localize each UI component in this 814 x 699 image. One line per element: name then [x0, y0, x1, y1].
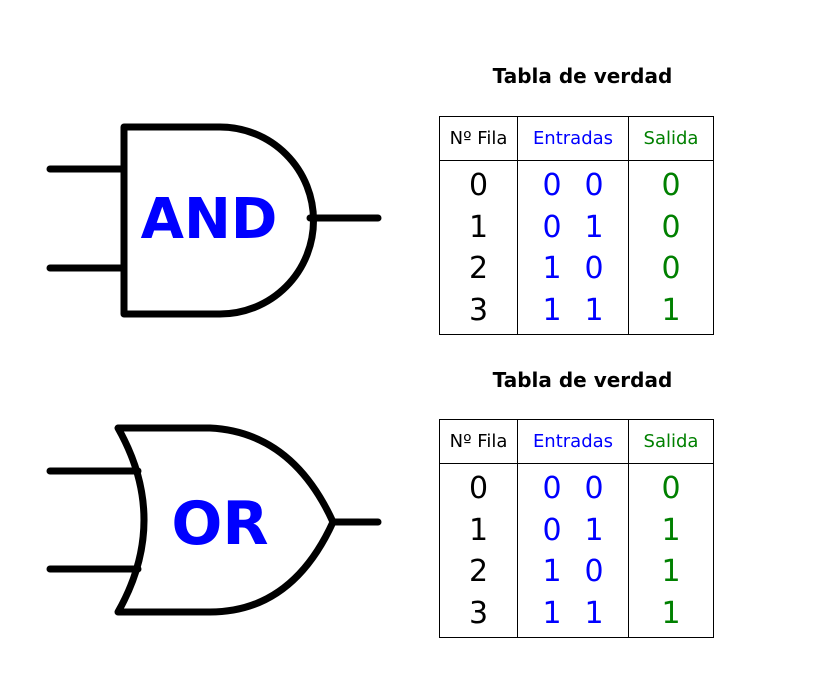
- header-output: Salida: [628, 116, 714, 161]
- input-b-value: 1: [584, 595, 604, 631]
- header-inputs: Entradas: [517, 116, 629, 161]
- header-output: Salida: [628, 419, 714, 464]
- or-gate: OR: [0, 350, 400, 699]
- output-value: 1: [628, 509, 714, 551]
- input-b-value: 0: [584, 251, 604, 286]
- input-a-value: 0: [542, 209, 562, 245]
- output-value: 0: [628, 160, 714, 207]
- output-value: 0: [628, 463, 714, 510]
- and-gate: AND: [0, 0, 400, 350]
- output-value: 0: [628, 248, 714, 290]
- input-a-value: 0: [542, 471, 562, 506]
- input-b-value: 1: [584, 512, 604, 548]
- row-number: 3: [439, 289, 518, 335]
- input-a-value: 1: [542, 554, 562, 589]
- output-value: 1: [628, 289, 714, 335]
- input-a-value: 0: [542, 512, 562, 548]
- input-b-value: 1: [584, 292, 604, 328]
- row-number: 2: [439, 248, 518, 290]
- and-gate-label: AND: [141, 187, 278, 252]
- output-value: 0: [628, 206, 714, 248]
- row-number: 3: [439, 592, 518, 638]
- and-table-title: Tabla de verdad: [492, 64, 673, 88]
- input-a-value: 0: [542, 168, 562, 203]
- row-number: 1: [439, 206, 518, 248]
- and-gate-body: [120, 123, 317, 318]
- input-b-value: 0: [584, 554, 604, 589]
- or-table-title: Tabla de verdad: [492, 368, 673, 392]
- input-b-value: 1: [584, 209, 604, 245]
- row-number: 0: [439, 160, 518, 207]
- header-inputs: Entradas: [517, 419, 629, 464]
- header-row-number: Nº Fila: [439, 419, 518, 464]
- input-b-value: 0: [584, 471, 604, 506]
- header-row-number: Nº Fila: [439, 116, 518, 161]
- row-number: 2: [439, 551, 518, 593]
- or-gate-body: [114, 424, 337, 616]
- input-a-value: 1: [542, 595, 562, 631]
- output-value: 1: [628, 592, 714, 638]
- row-number: 1: [439, 509, 518, 551]
- input-b-value: 0: [584, 168, 604, 203]
- or-gate-label: OR: [171, 489, 268, 559]
- row-number: 0: [439, 463, 518, 510]
- output-value: 1: [628, 551, 714, 593]
- input-a-value: 1: [542, 292, 562, 328]
- input-a-value: 1: [542, 251, 562, 286]
